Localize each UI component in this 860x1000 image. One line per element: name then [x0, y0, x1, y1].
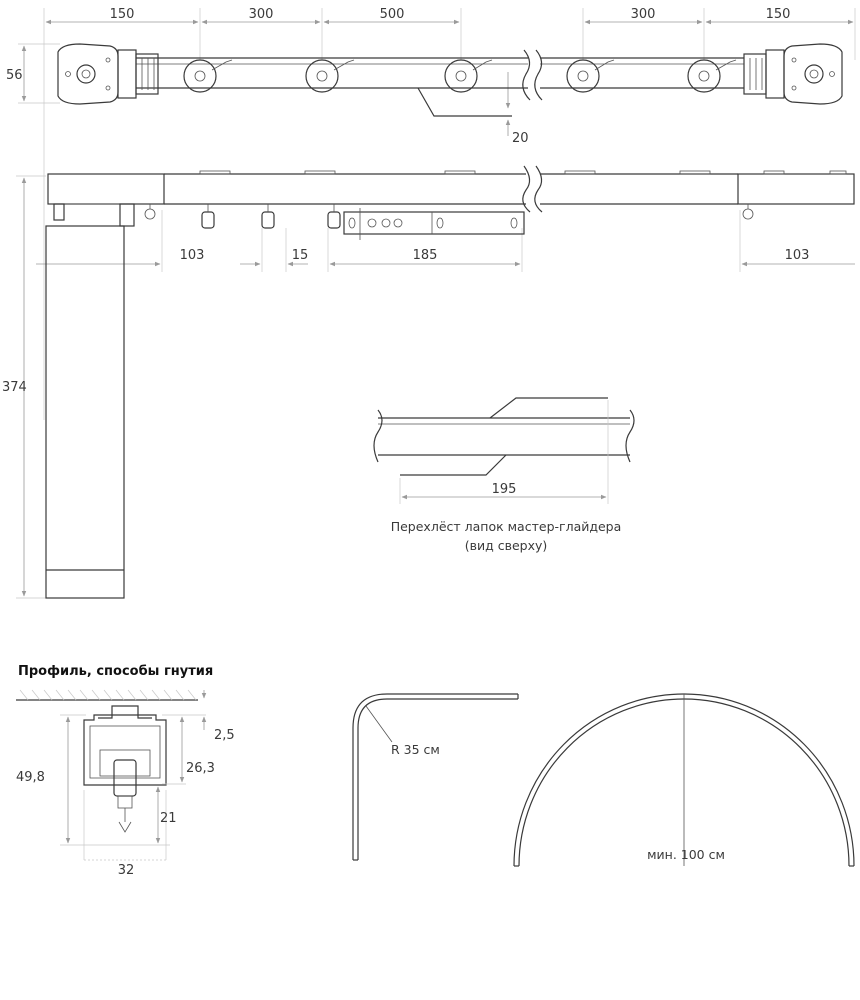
- profile-body: [83, 705, 167, 833]
- overlap-caption-line2: (вид сверху): [465, 538, 548, 553]
- profile-dim-21: 21: [160, 811, 177, 826]
- side-view: 103 15 185 103 374: [2, 165, 855, 599]
- profile-dim-26-3: 26,3: [186, 761, 215, 776]
- overlap-detail: 195 Перехлёст лапок мастер-глайдера (вид…: [373, 397, 635, 553]
- ceiling: [16, 689, 198, 701]
- bend-radius-label: R 35 см: [391, 742, 440, 757]
- bend-arc-min: мин. 100 см: [513, 693, 855, 867]
- top-right-end-cap: [743, 43, 843, 105]
- side-view-dimension-lines: [21, 177, 855, 597]
- profile-dimension-lines: [65, 690, 207, 844]
- profile-dim-2-5: 2,5: [214, 728, 235, 743]
- profile-title: Профиль, способы гнутия: [18, 664, 213, 679]
- top-dim-150-left: 150: [110, 7, 135, 22]
- top-view-dimension-lines: [21, 19, 854, 136]
- top-dim-height-56: 56: [6, 68, 23, 83]
- side-rail: [47, 165, 855, 227]
- side-master-glider: [343, 208, 525, 240]
- top-left-end-cap: [57, 43, 159, 105]
- side-view-extension-lines: [16, 175, 741, 599]
- top-view: 150 300 500 300 150 56 20: [6, 7, 856, 420]
- overlap-dim-195: 195: [492, 482, 517, 497]
- top-dim-300-right: 300: [631, 7, 656, 22]
- side-dim-103-right: 103: [785, 248, 810, 263]
- bend-min-label: мин. 100 см: [647, 847, 725, 862]
- top-rail: [136, 49, 744, 101]
- top-dim-hook-20: 20: [512, 131, 529, 146]
- side-dim-15: 15: [292, 248, 309, 263]
- side-dim-103-left: 103: [180, 248, 205, 263]
- profile-extension-lines: [60, 714, 206, 861]
- profile-dim-32: 32: [118, 863, 135, 878]
- top-dim-300-left: 300: [249, 7, 274, 22]
- bend-radius-35: R 35 см: [352, 693, 519, 861]
- top-rollers: [183, 59, 737, 93]
- side-hooks: [144, 204, 754, 229]
- top-master-arm: [417, 87, 512, 117]
- profile-section: Профиль, способы гнутия: [16, 664, 235, 878]
- top-dim-500: 500: [380, 7, 405, 22]
- profile-dim-49-8: 49,8: [16, 770, 45, 785]
- top-view-extension-lines: [18, 8, 856, 420]
- top-dim-150-right: 150: [766, 7, 791, 22]
- side-motor: [45, 225, 125, 599]
- overlap-caption-line1: Перехлёст лапок мастер-глайдера: [391, 519, 622, 534]
- side-dim-185: 185: [413, 248, 438, 263]
- side-dim-motor-374: 374: [2, 380, 27, 395]
